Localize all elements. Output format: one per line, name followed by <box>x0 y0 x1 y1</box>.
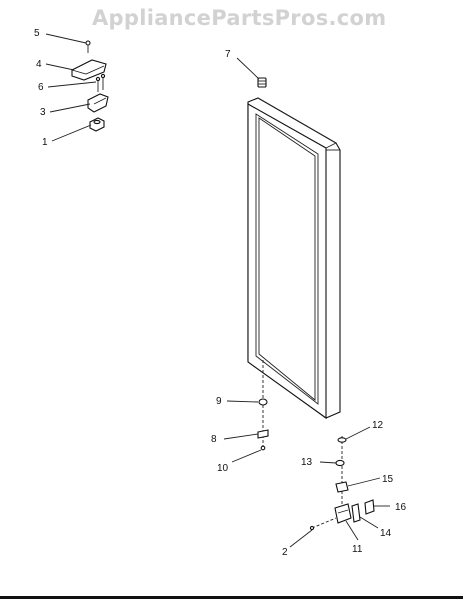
label-15: 15 <box>382 474 394 485</box>
label-4: 4 <box>36 59 42 70</box>
label-5: 5 <box>34 28 40 39</box>
label-1: 1 <box>42 137 48 148</box>
screws-6 <box>95 73 106 92</box>
lower-pin-assembly <box>257 360 269 451</box>
hinge-cover-4 <box>71 59 107 81</box>
label-3: 3 <box>40 107 46 118</box>
label-16: 16 <box>395 502 407 513</box>
part-labels: 5 4 6 3 1 7 9 8 10 13 12 15 16 14 11 2 <box>34 28 407 558</box>
label-2: 2 <box>282 547 288 558</box>
hinge-3 <box>87 93 109 113</box>
label-13: 13 <box>301 457 313 468</box>
bottom-hinge-assembly <box>309 436 375 531</box>
label-10: 10 <box>217 463 229 474</box>
door-panel <box>247 97 341 420</box>
cap-7 <box>257 77 267 88</box>
upper-hinge-assembly <box>71 40 109 132</box>
bottom-border <box>0 596 463 599</box>
label-8: 8 <box>211 434 217 445</box>
label-7: 7 <box>225 49 231 60</box>
leader-lines <box>45 33 390 548</box>
label-9: 9 <box>216 396 222 407</box>
label-12: 12 <box>372 420 384 431</box>
label-11: 11 <box>352 544 363 555</box>
screw-5 <box>85 40 91 53</box>
bushing-1 <box>89 117 105 132</box>
label-14: 14 <box>380 528 392 539</box>
label-6: 6 <box>38 82 44 93</box>
watermark: AppliancePartsPros.com <box>92 6 387 30</box>
